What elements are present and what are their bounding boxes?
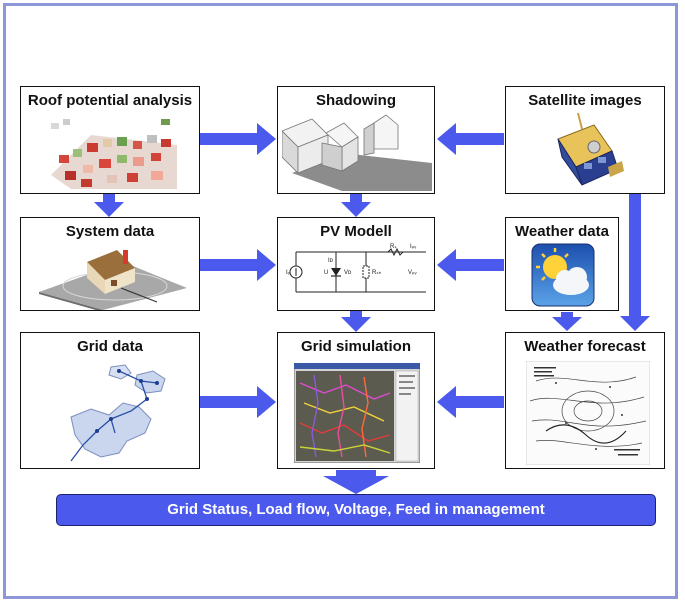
- house-sundial-icon: [39, 250, 187, 310]
- circuit-label: Iₚᵥ: [410, 244, 416, 250]
- box-title: Roof potential analysis: [27, 92, 193, 109]
- box-grid-data: Grid data: [20, 332, 200, 469]
- arrow-griddata-to-gridsim: [200, 386, 276, 418]
- box-shadowing: Shadowing: [277, 86, 435, 194]
- sun-cloud-icon: [531, 243, 595, 307]
- box-title: Satellite images: [528, 92, 642, 109]
- city-roofs-icon: [51, 119, 177, 189]
- weather-map-icon: [526, 361, 650, 465]
- arrow-satellite-to-shadowing: [437, 123, 504, 155]
- circuit-label: Vₚᵥ: [408, 270, 417, 276]
- box-pv-modell: PV Modell Iₑ Iᴅ U Vᴅ Rₛ Rₛₕ Iₚᵥ Vₚᵥ: [277, 217, 435, 311]
- box-title: Grid simulation: [300, 338, 411, 355]
- arrow-shadowing-to-pv: [341, 193, 371, 217]
- box-grid-simulation: Grid simulation: [277, 332, 435, 469]
- circuit-label: Rₛₕ: [372, 270, 382, 276]
- arrow-roof-to-system: [94, 193, 124, 217]
- output-status-bar: Grid Status, Load flow, Voltage, Feed in…: [56, 494, 656, 526]
- circuit-label: Iᴅ: [328, 258, 334, 264]
- box-title: Shadowing: [316, 92, 396, 109]
- satellite-icon: [557, 112, 624, 186]
- box-title: Weather data: [515, 223, 609, 240]
- arrow-gridsim-to-output: [323, 470, 389, 494]
- box-satellite-images: Satellite images: [505, 86, 665, 194]
- arrow-system-to-pv: [200, 249, 276, 281]
- circuit-label: Rₛ: [390, 244, 397, 250]
- box-weather-forecast: Weather forecast: [505, 332, 665, 469]
- arrow-weather-to-forecast: [552, 312, 582, 331]
- circuit-diagram-icon: Iₑ Iᴅ U Vᴅ Rₛ Rₛₕ Iₚᵥ Vₚᵥ: [286, 244, 426, 293]
- circuit-label: Vᴅ: [344, 270, 352, 276]
- arrow-satellite-to-forecast: [620, 193, 650, 331]
- diagram-frame: [3, 3, 678, 599]
- circuit-label: U: [324, 270, 328, 276]
- grid-map-icon: [70, 364, 166, 462]
- circuit-label: Iₑ: [286, 270, 291, 276]
- box-roof-potential: Roof potential analysis: [20, 86, 200, 194]
- grid-simulation-screen-icon: [294, 363, 420, 463]
- box-title: Weather forecast: [524, 338, 646, 355]
- arrow-weather-to-pv: [437, 249, 504, 281]
- box-title: Grid data: [77, 338, 143, 355]
- box-title: PV Modell: [320, 223, 392, 240]
- arrow-pv-to-gridsim: [341, 311, 371, 332]
- box-title: System data: [65, 223, 155, 240]
- arrow-roof-to-shadowing: [200, 123, 276, 155]
- box-weather-data: Weather data: [505, 217, 619, 311]
- box-system-data: System data: [20, 217, 200, 311]
- buildings-shadow-icon: [282, 114, 432, 191]
- arrow-forecast-to-gridsim: [437, 386, 504, 418]
